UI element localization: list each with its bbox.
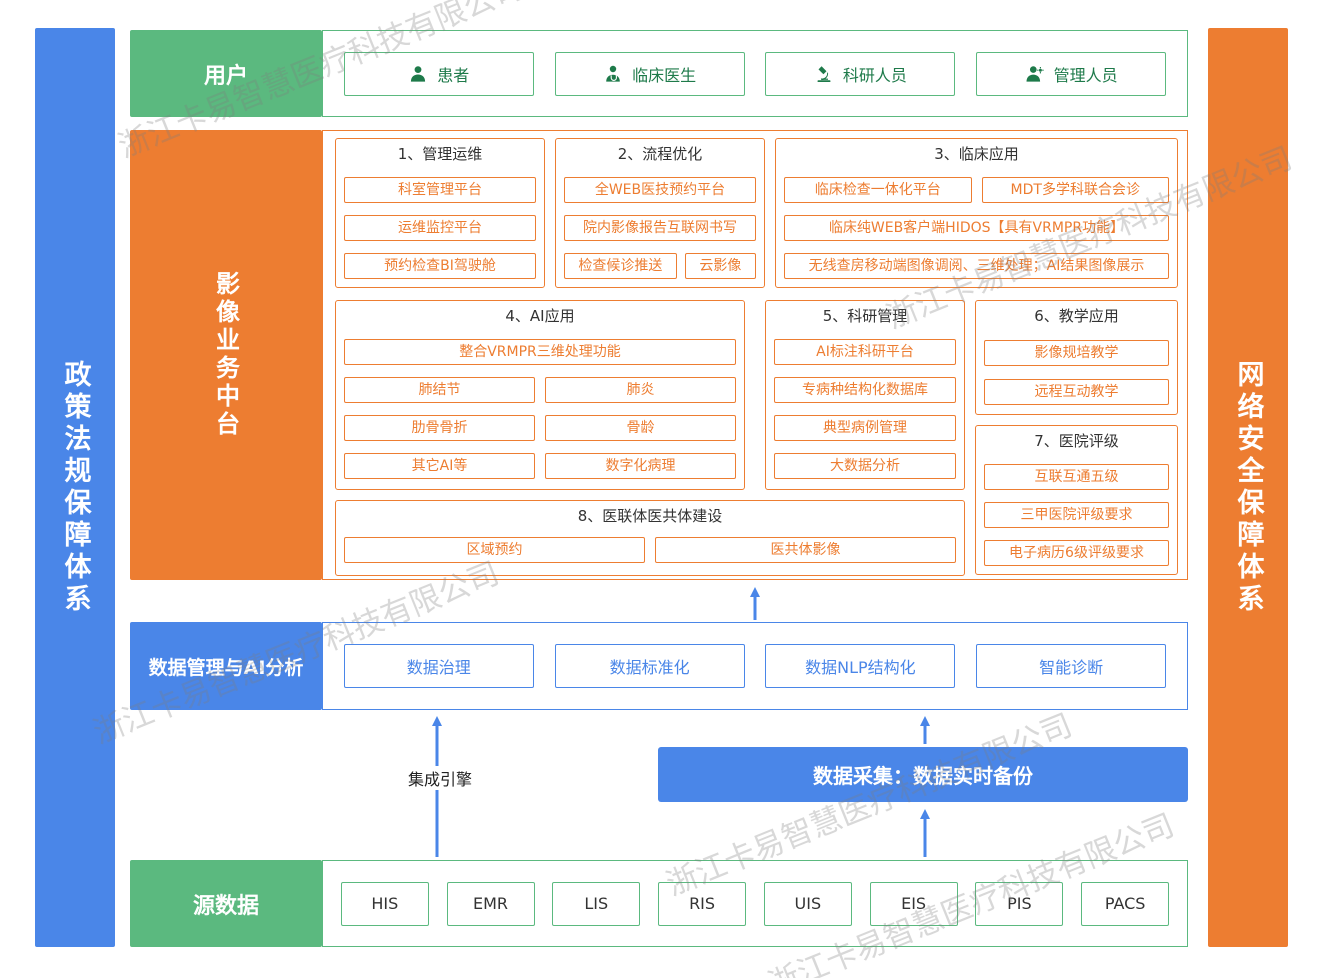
group-research-management: 5、科研管理 AI标注科研平台 专病种结构化数据库 典型病例管理 大数据分析 (765, 300, 965, 490)
feature-box: 全WEB医技预约平台 (564, 177, 756, 203)
user-box-researcher: 科研人员 (765, 51, 956, 96)
user-label: 科研人员 (842, 65, 907, 85)
group-title: 2、流程优化 (617, 145, 703, 163)
group-process-optimization: 2、流程优化 全WEB医技预约平台 院内影像报告互联网书写 检查候诊推送 云影像 (555, 138, 765, 288)
feature-box: 典型病例管理 (774, 415, 956, 441)
data-box-standardization: 数据标准化 (554, 644, 745, 688)
network-security-pillar-label: 网络安全保障体系 (1232, 359, 1264, 616)
feature-box: 医共体影像 (655, 537, 956, 563)
feature-box: 检查候诊推送 (564, 253, 677, 279)
user-label: 患者 (437, 65, 470, 85)
network-security-pillar: 网络安全保障体系 (1208, 28, 1288, 947)
feature-box: MDT多学科联合会诊 (981, 177, 1169, 203)
data-box-nlp: 数据NLP结构化 (765, 644, 956, 688)
source-data-content: HIS EMR LIS RIS UIS EIS PIS PACS (322, 860, 1188, 947)
data-collection-box: 数据采集：数据实时备份 (658, 747, 1188, 802)
feature-box: 院内影像报告互联网书写 (564, 215, 756, 241)
source-data-band: 源数据 HIS EMR LIS RIS UIS EIS PIS PACS (130, 860, 1188, 947)
source-system-lis: LIS (552, 881, 641, 926)
feature-box: 科室管理平台 (344, 177, 536, 203)
feature-box: 其它AI等 (344, 453, 535, 479)
feature-box: 远程互动教学 (984, 379, 1169, 405)
feature-box: 三甲医院评级要求 (984, 502, 1169, 528)
user-box-patient: 患者 (343, 51, 534, 96)
group-clinical-application: 3、临床应用 临床检查一体化平台 MDT多学科联合会诊 临床纯WEB客户端HID… (775, 138, 1178, 288)
feature-box: 肺炎 (545, 377, 736, 403)
imaging-platform-label: 影像业务中台 (130, 130, 322, 580)
group-management-ops: 1、管理运维 科室管理平台 运维监控平台 预约检查BI驾驶舱 (335, 138, 545, 288)
source-system-uis: UIS (763, 881, 852, 926)
source-system-ris: RIS (658, 881, 747, 926)
users-band-label: 用户 (130, 30, 322, 117)
feature-box: 运维监控平台 (344, 215, 536, 241)
feature-box: 区域预约 (344, 537, 645, 563)
group-medical-alliance: 8、医联体医共体建设 区域预约 医共体影像 (335, 500, 965, 576)
data-box-smart-diagnosis: 智能诊断 (976, 644, 1167, 688)
feature-box: 数字化病理 (545, 453, 736, 479)
group-hospital-rating: 7、医院评级 互联互通五级 三甲医院评级要求 电子病历6级评级要求 (975, 425, 1178, 575)
source-system-pacs: PACS (1081, 881, 1170, 926)
data-management-content: 数据治理 数据标准化 数据NLP结构化 智能诊断 (322, 622, 1188, 710)
doctor-icon (603, 64, 623, 84)
group-title: 1、管理运维 (397, 145, 483, 163)
user-box-admin: 管理人员 (976, 51, 1167, 96)
imaging-platform-section: 影像业务中台 1、管理运维 科室管理平台 运维监控平台 预约检查BI驾驶舱 2、… (130, 130, 1188, 580)
source-system-eis: EIS (869, 881, 958, 926)
policy-pillar: 政策法规保障体系 (35, 28, 115, 947)
feature-box: 肺结节 (344, 377, 535, 403)
feature-box: 临床纯WEB客户端HIDOS【具有VRMPR功能】 (784, 215, 1169, 241)
users-band-content: 患者 临床医生 科研人员 管理人员 (322, 30, 1188, 117)
group-title: 4、AI应用 (505, 307, 575, 325)
group-title: 6、教学应用 (1034, 307, 1119, 325)
policy-pillar-label: 政策法规保障体系 (59, 359, 91, 616)
source-system-his: HIS (340, 881, 429, 926)
group-title: 7、医院评级 (1034, 432, 1119, 450)
feature-box: 整合VRMPR三维处理功能 (344, 339, 736, 365)
source-system-pis: PIS (975, 881, 1064, 926)
feature-box: 电子病历6级评级要求 (984, 540, 1169, 566)
feature-box: 专病种结构化数据库 (774, 377, 956, 403)
group-title: 8、医联体医共体建设 (577, 507, 723, 525)
feature-box: 肋骨骨折 (344, 415, 535, 441)
user-box-clinician: 临床医生 (554, 51, 745, 96)
imaging-platform-label-text: 影像业务中台 (211, 271, 240, 439)
feature-box: 云影像 (684, 253, 756, 279)
group-teaching-application: 6、教学应用 影像规培教学 远程互动教学 (975, 300, 1178, 415)
patient-icon (408, 64, 428, 84)
user-label: 管理人员 (1053, 65, 1118, 85)
microscope-icon (814, 64, 834, 84)
admin-icon (1025, 64, 1045, 84)
group-ai-application: 4、AI应用 整合VRMPR三维处理功能 肺结节 肺炎 肋骨骨折 骨龄 其它AI… (335, 300, 745, 490)
feature-box: 影像规培教学 (984, 340, 1169, 366)
users-band: 用户 患者 临床医生 科研人员 (130, 30, 1188, 117)
feature-box: 互联互通五级 (984, 464, 1169, 490)
feature-box: 骨龄 (545, 415, 736, 441)
data-management-label: 数据管理与AI分析 (130, 622, 322, 710)
integration-engine-label: 集成引擎 (404, 766, 476, 790)
feature-box: 大数据分析 (774, 453, 956, 479)
feature-box: AI标注科研平台 (774, 339, 956, 365)
source-data-label: 源数据 (130, 860, 322, 947)
user-label: 临床医生 (632, 65, 697, 85)
feature-box: 预约检查BI驾驶舱 (344, 253, 536, 279)
data-box-governance: 数据治理 (343, 644, 534, 688)
group-title: 3、临床应用 (934, 145, 1019, 163)
imaging-platform-content: 1、管理运维 科室管理平台 运维监控平台 预约检查BI驾驶舱 2、流程优化 全W… (322, 130, 1188, 580)
feature-box: 无线查房移动端图像调阅、三维处理；AI结果图像展示 (784, 253, 1169, 279)
data-management-band: 数据管理与AI分析 数据治理 数据标准化 数据NLP结构化 智能诊断 (130, 622, 1188, 710)
feature-box: 临床检查一体化平台 (784, 177, 972, 203)
group-title: 5、科研管理 (822, 307, 908, 325)
source-system-emr: EMR (446, 881, 535, 926)
